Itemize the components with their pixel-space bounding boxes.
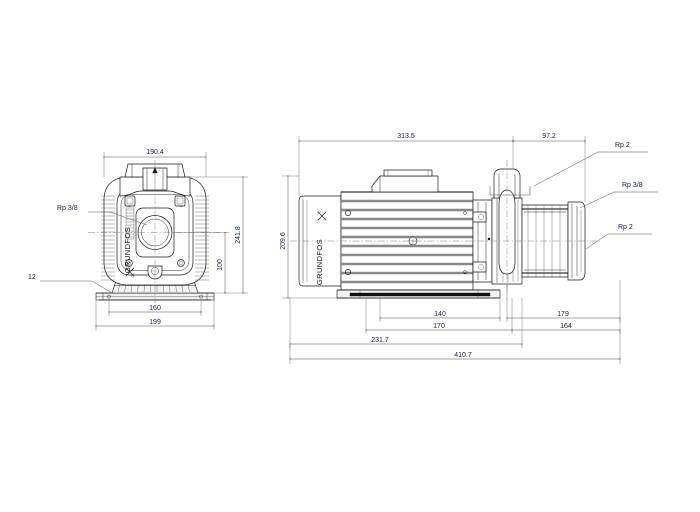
dim-front-base-bolt-spacing: 160 bbox=[108, 300, 202, 316]
side-logo: GRUNDFOS bbox=[315, 211, 327, 285]
dim-label-209-6: 209.6 bbox=[280, 232, 287, 250]
dim-label-97-2: 97.2 bbox=[542, 133, 556, 140]
dim-front-shaft-height: 100 bbox=[174, 232, 229, 294]
front-view-group: GRUNDFOS bbox=[28, 149, 248, 330]
dim-side-length-overall: 410.7 bbox=[289, 330, 621, 364]
callout-label-front-rp38: Rp 3/8 bbox=[57, 205, 78, 212]
dim-label-100: 100 bbox=[217, 259, 224, 271]
dim-side-outlet-offset: 97.2 bbox=[512, 133, 586, 202]
side-terminal-box bbox=[371, 169, 439, 193]
dim-front-width-overall: 190.4 bbox=[103, 149, 207, 177]
callout-side-rp2-top: Rp 2 bbox=[533, 142, 648, 187]
dim-side-foot-inner: 140 bbox=[379, 298, 501, 322]
front-logo: GRUNDFOS bbox=[123, 207, 135, 277]
dim-front-height-overall: 241.8 bbox=[190, 176, 248, 294]
dim-front-base-width: 199 bbox=[95, 300, 215, 330]
dim-side-foot-outer: 170 bbox=[365, 298, 513, 334]
dim-label-313-5: 313.5 bbox=[397, 133, 415, 140]
dim-side-port-spacing: 179 bbox=[506, 280, 621, 322]
dim-label-199: 199 bbox=[149, 319, 161, 326]
front-shoulder-ports bbox=[124, 195, 186, 207]
dim-side-outlet-bracket bbox=[489, 186, 531, 196]
dim-label-231-7: 231.7 bbox=[371, 337, 389, 344]
dim-label-164: 164 bbox=[560, 323, 572, 330]
callout-label-side-rp2-bottom: Rp 2 bbox=[618, 224, 633, 231]
dim-label-160: 160 bbox=[149, 305, 161, 312]
callout-label-front-12: 12 bbox=[28, 274, 36, 281]
dim-label-179: 179 bbox=[557, 311, 569, 318]
dim-side-port-offset: 164 bbox=[511, 318, 621, 334]
side-motor-bolts bbox=[345, 210, 467, 275]
dim-label-410-7: 410.7 bbox=[454, 352, 472, 359]
dim-side-motor-to-port: 231.7 bbox=[289, 298, 523, 348]
dim-label-190-4: 190.4 bbox=[146, 149, 164, 156]
side-motor-fins bbox=[341, 199, 473, 284]
dim-side-height-overall: 209.6 bbox=[280, 175, 337, 299]
front-logo-text: GRUNDFOS bbox=[123, 227, 132, 273]
dim-label-170: 170 bbox=[433, 323, 445, 330]
callout-label-side-rp2-top: Rp 2 bbox=[615, 142, 630, 149]
dim-label-241-8: 241.8 bbox=[235, 226, 242, 244]
side-logo-text: GRUNDFOS bbox=[315, 239, 324, 285]
callout-front-rp38: Rp 3/8 bbox=[57, 205, 148, 226]
callout-side-rp2-bottom: Rp 2 bbox=[585, 224, 652, 250]
callout-front-12: 12 bbox=[28, 274, 113, 294]
callout-side-rp38: Rp 3/8 bbox=[579, 182, 658, 209]
side-base-rail bbox=[336, 289, 501, 299]
side-view-group: GRUNDFOS 313.5 9 bbox=[280, 133, 658, 364]
dim-label-140: 140 bbox=[434, 311, 446, 318]
callout-label-side-rp38: Rp 3/8 bbox=[622, 182, 643, 189]
